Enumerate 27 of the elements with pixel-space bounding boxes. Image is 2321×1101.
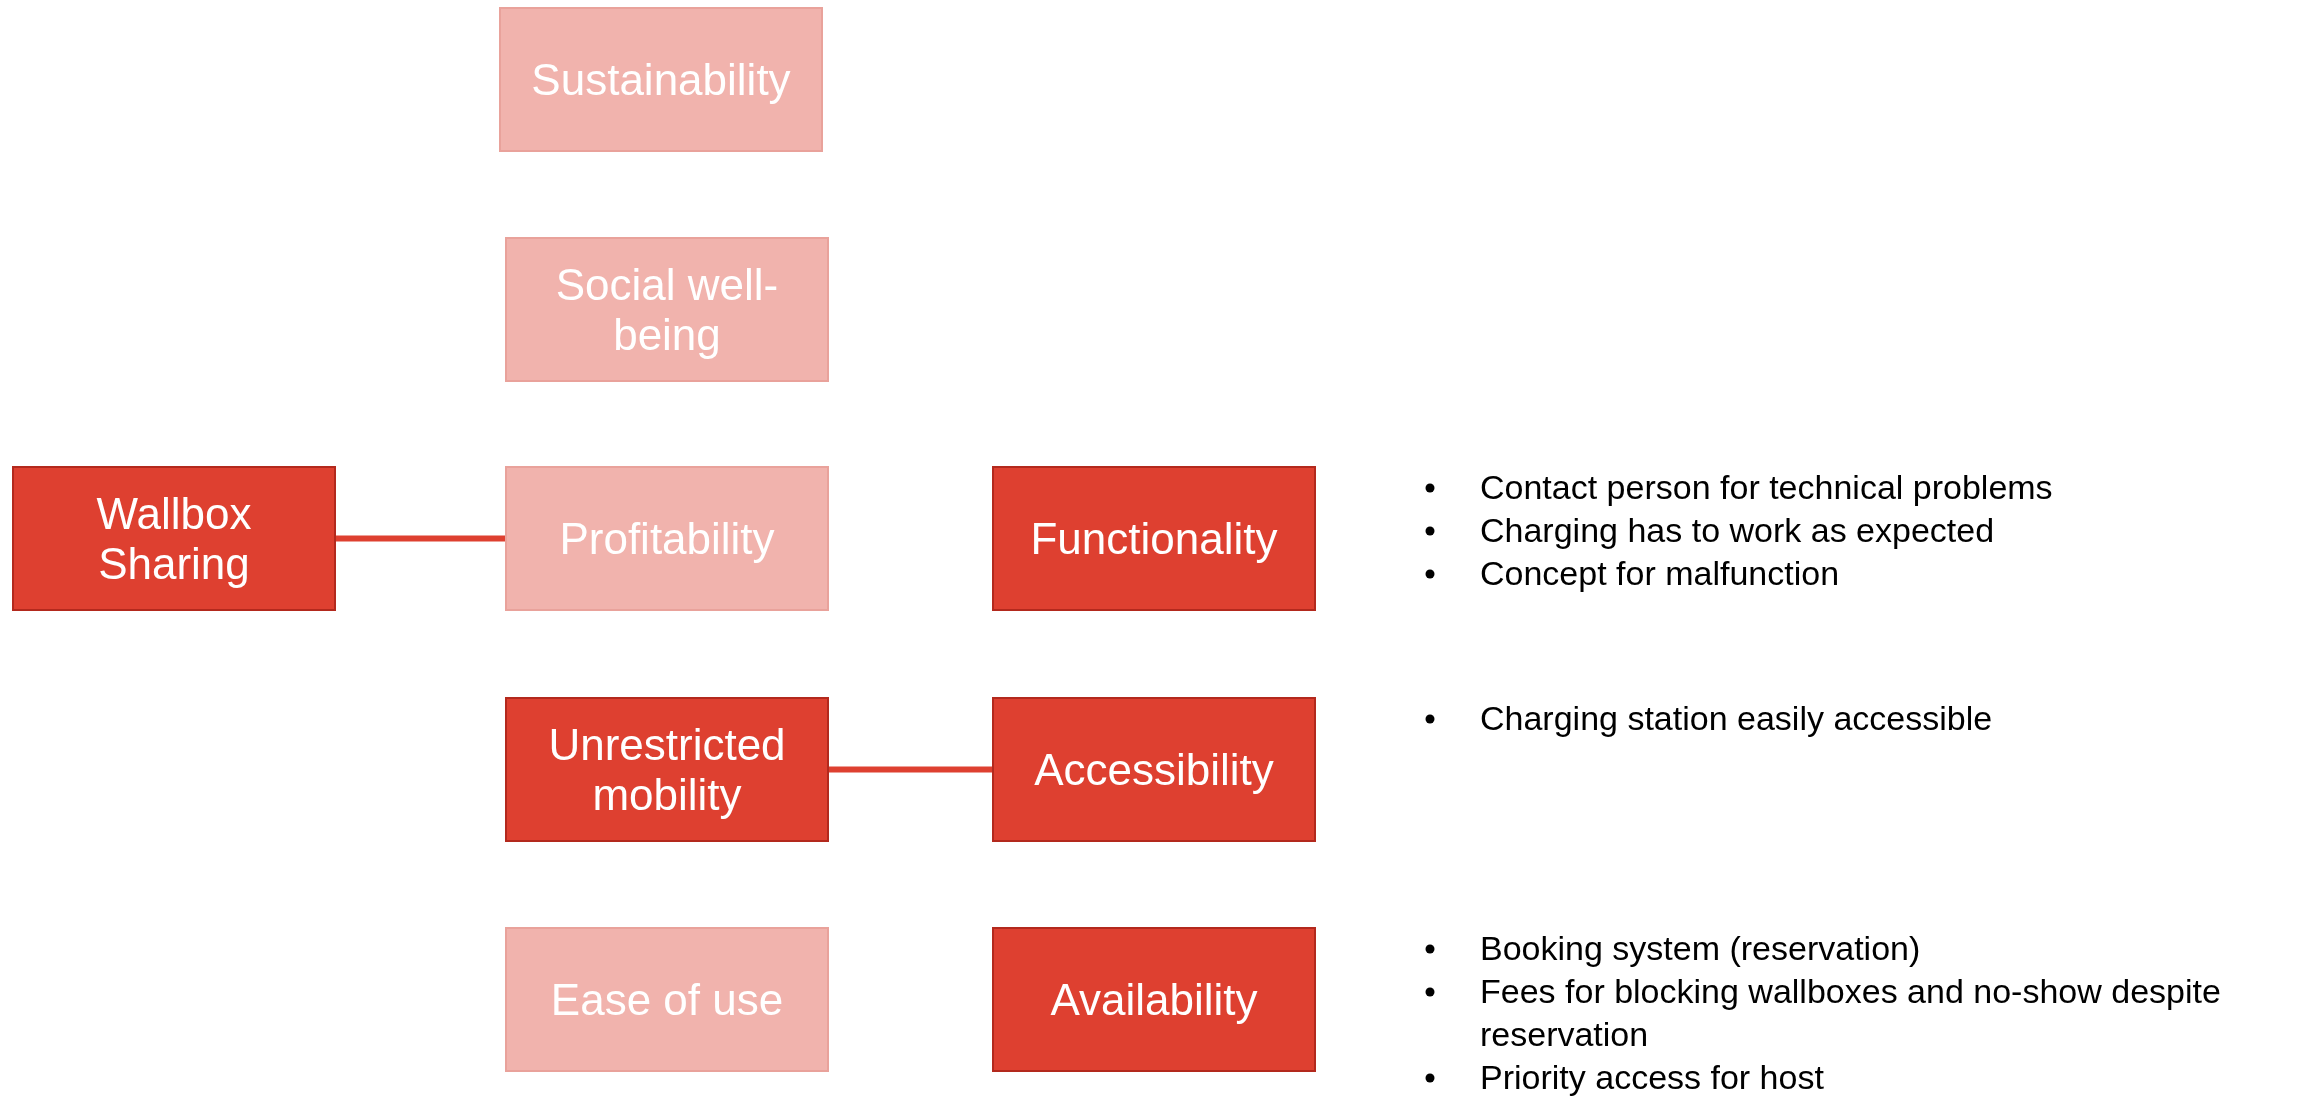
bullet-text: Fees for blocking wallboxes and no-show despite reservation xyxy=(1480,972,2221,1053)
bullet-text: Priority access for host xyxy=(1480,1058,1824,1096)
faded-box xyxy=(505,927,829,1072)
highlighted-box xyxy=(992,466,1316,611)
faded-box xyxy=(499,7,823,152)
highlighted-box xyxy=(992,697,1316,842)
connector-line xyxy=(336,535,505,542)
box-label: Sustainability xyxy=(531,54,791,105)
highlighted-box xyxy=(505,697,829,842)
connector-line xyxy=(829,766,992,773)
bullet-text: Concept for malfunction xyxy=(1480,554,1840,592)
box-label: Ease of use xyxy=(550,974,784,1025)
box-label: Unrestricted mobility xyxy=(547,719,787,820)
box-label: Social well-being xyxy=(554,259,780,360)
bullet-text: Charging has to work as expected xyxy=(1480,511,1995,549)
bullet-text: Booking system (reservation) xyxy=(1480,929,1921,967)
bullet-text: Contact person for technical problems xyxy=(1480,468,2053,506)
box-label: Availability xyxy=(1050,974,1258,1025)
faded-box xyxy=(505,237,829,382)
bullet-text: Charging station easily accessible xyxy=(1480,699,1993,737)
highlighted-box xyxy=(12,466,336,611)
box-label: Functionality xyxy=(1030,513,1278,564)
box-label: Wallbox Sharing xyxy=(95,488,253,589)
box-label: Accessibility xyxy=(1034,744,1274,795)
box-label: Profitability xyxy=(559,513,775,564)
highlighted-box xyxy=(992,927,1316,1072)
faded-box xyxy=(505,466,829,611)
